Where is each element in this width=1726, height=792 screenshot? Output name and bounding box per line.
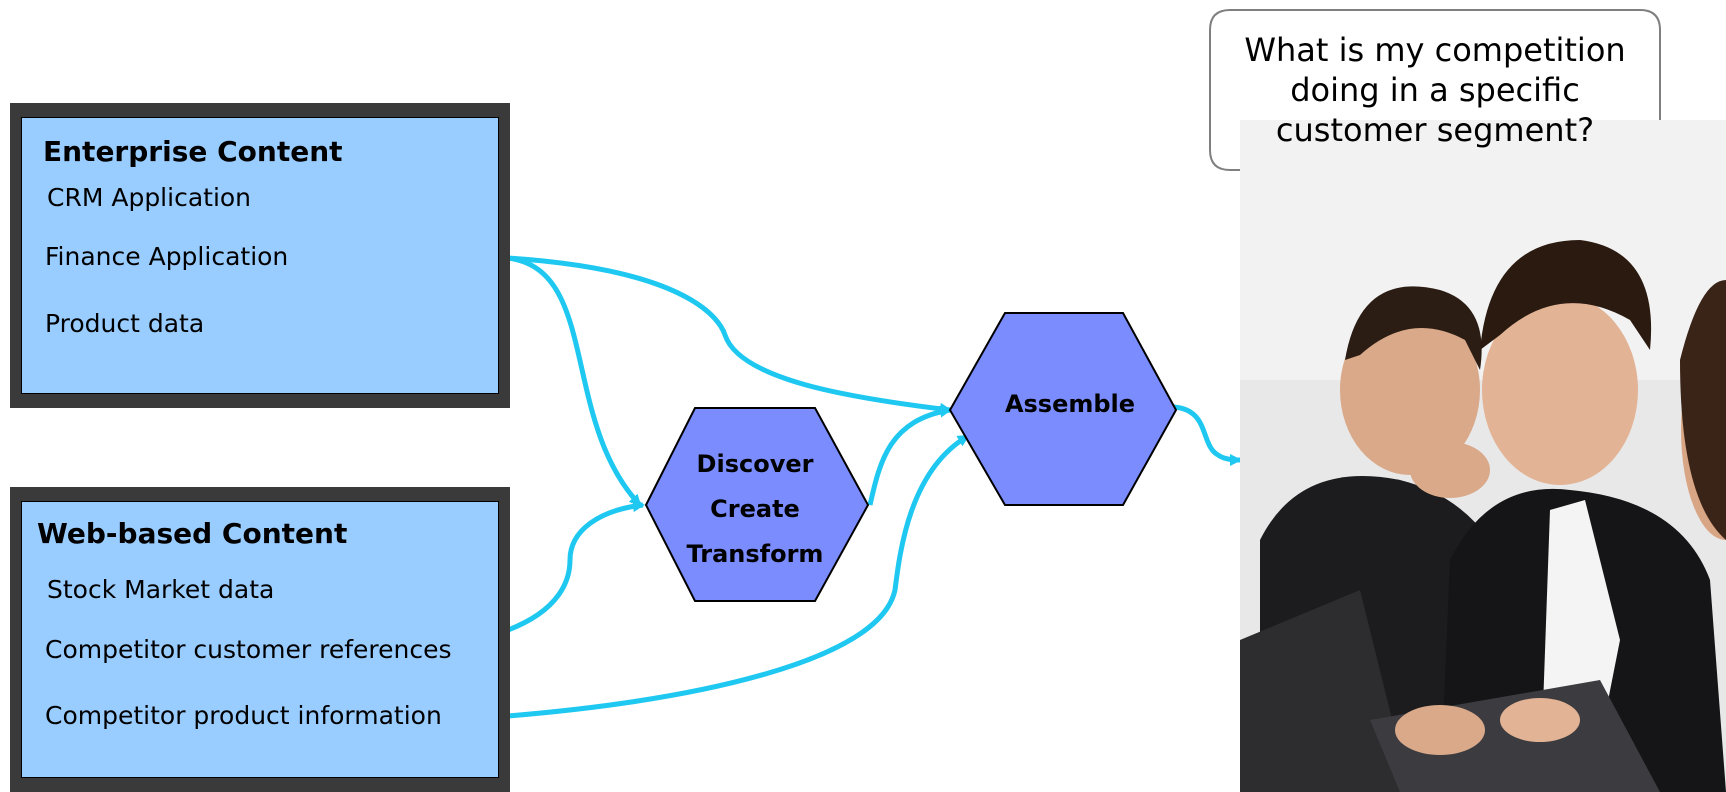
discover-hexagon (644, 407, 870, 602)
discover-label-line-1: Discover (696, 450, 814, 478)
enterprise-item-crm: CRM Application (47, 183, 252, 212)
connector-enterprise-to-assemble (507, 255, 952, 415)
discover-label-line-2: Create (710, 495, 800, 523)
web-content-title: Web-based Content (37, 517, 348, 550)
assemble-hexagon (948, 312, 1178, 506)
enterprise-item-finance: Finance Application (45, 242, 289, 271)
connector-discover-to-assemble (867, 405, 952, 506)
connector-assemble-to-user (1173, 404, 1242, 466)
web-content-box: Web-based Content Stock Market data Comp… (10, 487, 510, 792)
web-item-stock: Stock Market data (47, 575, 275, 604)
connector-web-to-discover (507, 500, 645, 633)
web-content-panel (21, 501, 499, 778)
enterprise-item-product: Product data (45, 309, 205, 338)
photo-illustration (1240, 120, 1726, 792)
discover-label: Discover Create Transform (665, 442, 845, 577)
speech-bubble-line-1: What is my competition (1244, 31, 1626, 69)
web-item-product-info: Competitor product information (45, 701, 442, 730)
discover-label-line-3: Transform (686, 540, 824, 568)
enterprise-content-panel (21, 117, 499, 394)
enterprise-content-box: Enterprise Content CRM Application Finan… (10, 103, 510, 408)
speech-bubble-line-3: customer segment? (1275, 111, 1595, 149)
connector-web-to-assemble (507, 433, 970, 719)
web-item-customer-refs: Competitor customer references (45, 635, 452, 664)
assemble-label: Assemble (1004, 390, 1136, 418)
connector-enterprise-to-discover (507, 255, 642, 507)
speech-bubble-line-2: doing in a specific (1290, 71, 1580, 109)
speech-bubble-text: What is my competition doing in a specif… (1215, 30, 1655, 150)
users-at-laptop-photo (1240, 120, 1726, 792)
enterprise-content-title: Enterprise Content (43, 135, 343, 168)
